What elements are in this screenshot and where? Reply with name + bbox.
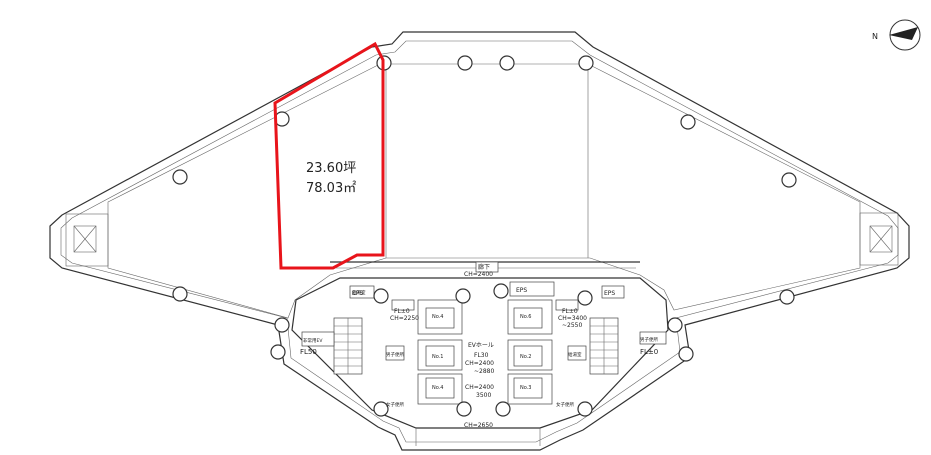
eps-label-right: EPS [604, 290, 615, 297]
highlighted-area [273, 41, 385, 270]
elevator-label: No.2 [520, 354, 531, 360]
ev-hall-label: EVホール [468, 342, 494, 349]
ev-hall-ch4: 3500 [476, 392, 491, 399]
small-room-label: 非常用EV [303, 337, 323, 344]
ev-hall-ch: CH=2400 [465, 360, 494, 367]
ev-hall-ch3: CH=2400 [465, 384, 494, 391]
right-room-ch: CH=3400 [558, 315, 587, 322]
small-room-label: 給湯室 [568, 351, 582, 358]
building-outline [49, 31, 910, 451]
left-end-core-inner [73, 225, 97, 253]
elevator-label: No.6 [520, 314, 531, 320]
stairs-right [589, 317, 619, 375]
inner-wall-outline [60, 40, 899, 443]
bottom-ch: CH=2650 [464, 422, 493, 429]
left-room-fl: FL±0 [394, 308, 410, 315]
area-sqm: 78.03㎡ [306, 181, 356, 196]
right-room-ch2: ~2550 [562, 322, 582, 329]
left-end-core [65, 213, 109, 267]
corridor-ch: CH=2400 [464, 271, 493, 278]
right-room-fl: FL±0 [562, 308, 578, 315]
right-fl: FL±0 [640, 348, 658, 356]
corridor-label: 廊下 [478, 263, 490, 271]
elevator-label: No.1 [432, 354, 443, 360]
eps-label-mid: EPS [516, 287, 527, 294]
small-room-label: 男子便所 [640, 336, 658, 343]
right-end-core-inner [869, 225, 893, 253]
area-tsubo: 23.60坪 [306, 161, 356, 176]
elevator-label: No.4 [432, 385, 443, 391]
elevator-label: No.3 [520, 385, 531, 391]
compass-label: N [872, 32, 878, 41]
elevator-label: No.4 [432, 314, 443, 320]
small-room-label: 女子便所 [386, 401, 404, 408]
compass-icon [889, 19, 921, 51]
small-room-label: 給湯室 [352, 289, 366, 296]
small-room-label: 女子便所 [556, 401, 574, 408]
left-fl: FL50 [300, 348, 317, 356]
ev-hall-fl: FL30 [474, 352, 489, 359]
ev-hall-ch2: ~2880 [474, 368, 494, 375]
stairs-left [333, 317, 363, 375]
left-room-ch: CH=2250 [390, 315, 419, 322]
inner-wall-outline-2 [107, 63, 861, 319]
eps-label-left: EPS [352, 290, 363, 297]
small-room-label: 男子便所 [386, 351, 404, 358]
columns [172, 55, 797, 417]
right-end-core [859, 212, 899, 266]
